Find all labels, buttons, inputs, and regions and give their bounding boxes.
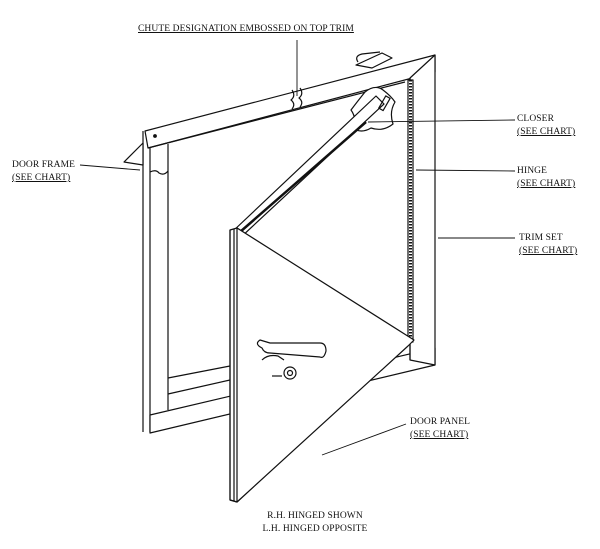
- caption-line2: L.H. HINGED OPPOSITE: [262, 524, 368, 534]
- top-bracket: [355, 51, 393, 69]
- door-panel: [229, 227, 415, 503]
- trim-set-note: (SEE CHART): [519, 246, 578, 256]
- hinge: [407, 79, 414, 343]
- caption: R.H. HINGED SHOWN L.H. HINGED OPPOSITE: [245, 510, 385, 536]
- door-panel-label: DOOR PANEL (SEE CHART): [410, 416, 470, 442]
- trim-set-right: [409, 54, 436, 366]
- hinge-note: (SEE CHART): [517, 179, 576, 189]
- door-panel-title: DOOR PANEL: [410, 417, 471, 427]
- chute-designation-label: CHUTE DESIGNATION EMBOSSED ON TOP TRIM: [138, 24, 354, 34]
- hinge-title: HINGE: [517, 166, 548, 176]
- leader-lines: [79, 40, 516, 456]
- door-frame-left: [123, 131, 169, 432]
- closer: [231, 86, 396, 239]
- hinge-label: HINGE (SEE CHART): [517, 165, 575, 191]
- trim-set-title: TRIM SET: [519, 233, 563, 243]
- closer-note: (SEE CHART): [517, 127, 576, 137]
- door-handle: [256, 339, 327, 380]
- caption-line1: R.H. HINGED SHOWN: [267, 511, 363, 521]
- door-panel-note: (SEE CHART): [410, 430, 469, 440]
- closer-label: CLOSER (SEE CHART): [517, 113, 575, 139]
- closer-title: CLOSER: [517, 114, 555, 124]
- door-frame-label: DOOR FRAME (SEE CHART): [12, 159, 75, 185]
- door-frame-title: DOOR FRAME: [12, 160, 76, 170]
- trim-set-label: TRIM SET (SEE CHART): [519, 232, 577, 258]
- door-frame-note: (SEE CHART): [12, 173, 71, 183]
- top-trim: [144, 54, 436, 149]
